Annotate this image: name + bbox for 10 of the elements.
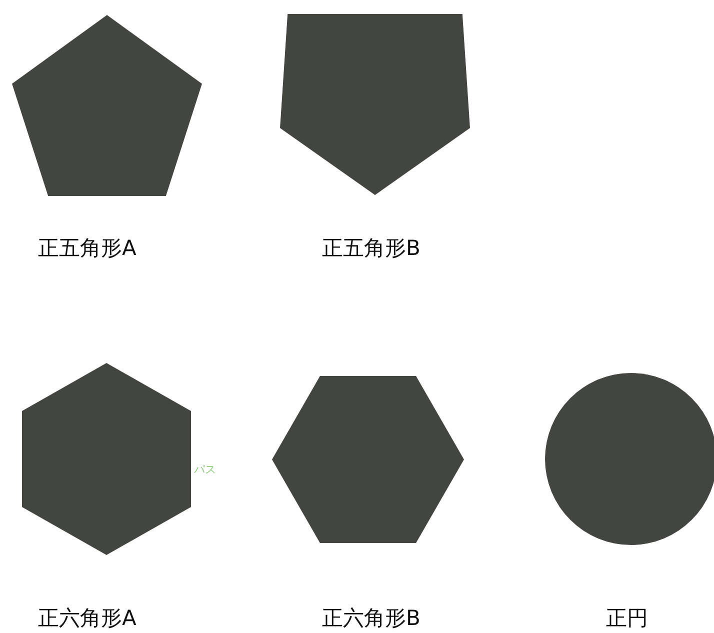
shape-caption: 正円	[606, 608, 648, 629]
pentagon-shape	[12, 15, 202, 196]
shape-caption: 正六角形A	[38, 608, 136, 629]
shape-caption: 正六角形B	[322, 608, 420, 629]
hint-label: パス	[194, 464, 216, 475]
shape-caption: 正五角形B	[322, 238, 420, 259]
hexagon-shape	[272, 376, 464, 543]
pentagon-shape	[280, 14, 470, 195]
hexagon-shape	[22, 363, 191, 555]
shape-caption: 正五角形A	[38, 238, 136, 259]
